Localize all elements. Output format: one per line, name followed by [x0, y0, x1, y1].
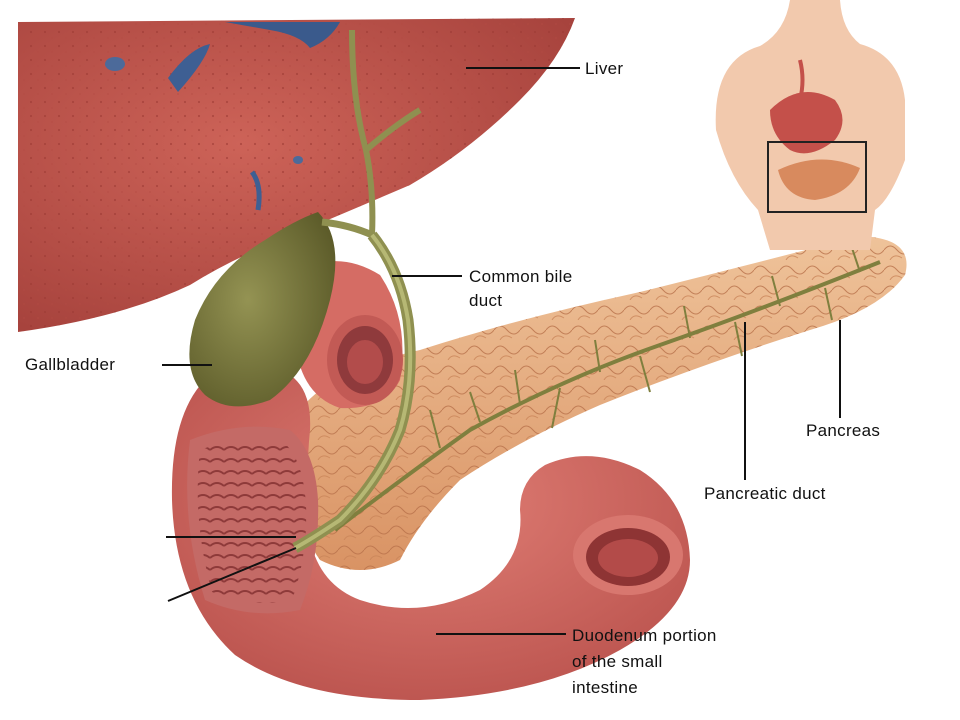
ampulla-leader-line — [167, 547, 297, 602]
liver-shape — [18, 18, 575, 332]
gallbladder-label: Gallbladder — [25, 355, 116, 374]
common-bile-duct-label-line1: Common bile — [469, 267, 573, 286]
body-inset — [715, 0, 905, 250]
duodenum-label-line1: Duodenum portion — [572, 626, 717, 645]
duodenum-label-line2: of the small — [572, 652, 663, 671]
pancreas-shape — [297, 236, 907, 570]
common-bile-duct-label-line2: duct — [469, 291, 503, 310]
pancreatic-duct-label: Pancreatic duct — [704, 484, 826, 503]
common-bile-duct-shape — [292, 29, 422, 553]
liver-label: Liver — [585, 59, 624, 78]
leader-lines — [162, 67, 841, 635]
duodenum-shape — [171, 367, 690, 700]
pancreas-label: Pancreas — [806, 421, 881, 440]
duodenum-label-line3: intestine — [572, 678, 639, 697]
gallbladder-shape — [189, 212, 336, 407]
